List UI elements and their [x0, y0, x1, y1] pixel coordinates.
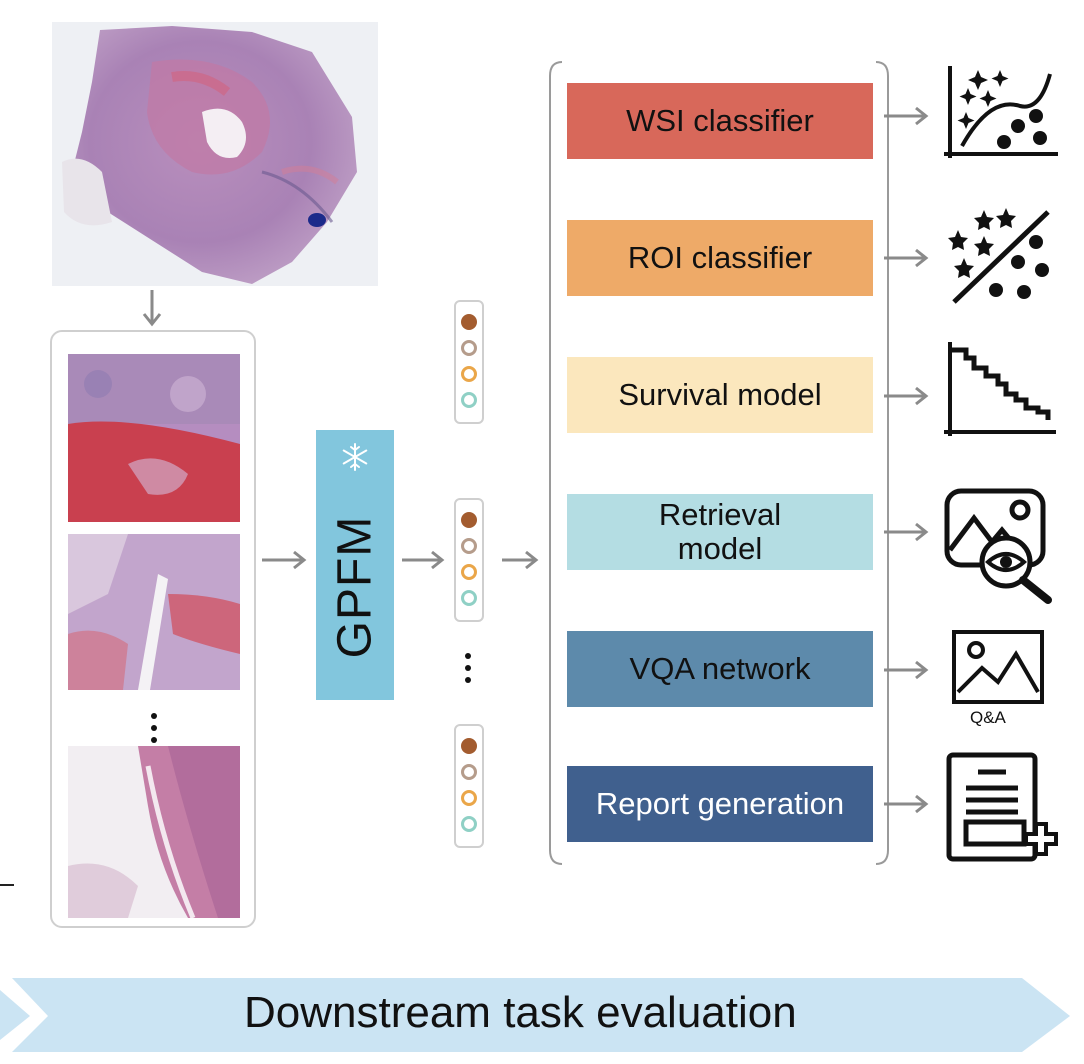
task-label: Report generation	[595, 786, 845, 821]
tiles-container	[50, 330, 256, 928]
arrow-down-icon	[142, 290, 162, 327]
task-label: Retrieval model	[658, 497, 782, 566]
arrow-right-icon	[884, 522, 929, 542]
tissue-tile	[68, 354, 240, 522]
snowflake-icon	[342, 443, 368, 471]
tissue-tile	[68, 534, 240, 690]
task-vqa-network: VQA network	[567, 631, 873, 707]
left-edge-tick	[0, 884, 14, 886]
task-wsi-classifier: WSI classifier	[567, 83, 873, 159]
more-tiles-ellipsis	[150, 710, 158, 746]
report-add-icon	[946, 752, 1058, 862]
survival-curve-icon	[944, 342, 1056, 436]
arrow-right-icon	[262, 550, 307, 570]
more-embeddings-ellipsis	[464, 650, 472, 686]
arrow-right-icon	[502, 550, 539, 570]
tissue-tile	[68, 746, 240, 918]
task-survival-model: Survival model	[567, 357, 873, 433]
arrow-right-icon	[884, 794, 929, 814]
task-label: ROI classifier	[627, 240, 813, 275]
arrow-right-icon	[884, 386, 929, 406]
whole-slide-image	[52, 22, 378, 286]
embedding-vector	[454, 498, 484, 622]
downstream-banner	[0, 978, 1070, 1052]
image-qa-icon	[952, 630, 1044, 704]
image-search-icon	[944, 488, 1052, 604]
gpfm-label: GPFM	[328, 515, 382, 658]
arrow-right-icon	[402, 550, 445, 570]
gpfm-model-block: GPFM	[316, 430, 394, 700]
embedding-vector	[454, 300, 484, 424]
banner-label: Downstream task evaluation	[244, 988, 797, 1037]
task-label: Survival model	[618, 377, 822, 412]
task-label: VQA network	[629, 651, 811, 686]
embedding-vector	[454, 724, 484, 848]
arrow-right-icon	[884, 248, 929, 268]
qa-label: Q&A	[970, 708, 1006, 727]
task-report-generation: Report generation	[567, 766, 873, 842]
task-label: WSI classifier	[626, 103, 814, 138]
arrow-right-icon	[884, 660, 929, 680]
star-dot-separation-icon	[948, 208, 1050, 304]
scatter-classification-icon	[944, 66, 1058, 158]
task-roi-classifier: ROI classifier	[567, 220, 873, 296]
arrow-right-icon	[884, 106, 929, 126]
task-bracket	[549, 61, 889, 865]
task-retrieval-model: Retrieval model	[567, 494, 873, 570]
